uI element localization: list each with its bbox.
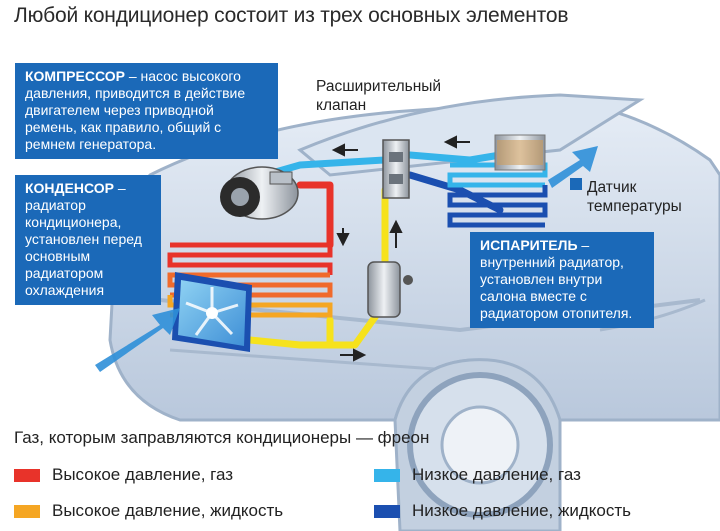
pipes: [246, 151, 504, 349]
legend-item-low-liquid: Низкое давление, жидкость: [374, 501, 631, 521]
temperature-sensor-label: Датчик температуры: [587, 179, 682, 215]
swatch-low-gas: [374, 468, 400, 482]
evaporator-coil: [447, 162, 548, 228]
receiver-drier: [367, 261, 413, 318]
air-arrows: [95, 146, 598, 372]
evaporator-heading: ИСПАРИТЕЛЬ: [480, 237, 578, 253]
expansion-valve-label: Расширительный клапан: [316, 78, 442, 114]
evaporator-description: – внутренний радиатор, установлен внутри…: [480, 237, 633, 321]
legend-label: Высокое давление, жидкость: [52, 501, 284, 520]
evaporator-core: [494, 134, 546, 171]
legend-item-high-liquid: Высокое давление, жидкость: [14, 501, 283, 521]
swatch-low-liquid: [374, 504, 400, 518]
swatch-high-liquid: [14, 504, 40, 518]
legend-title: Газ, которым заправляются кондиционеры —…: [14, 428, 430, 447]
condenser-description: – радиатор кондиционера, установлен пере…: [25, 180, 142, 298]
flow-arrows: [331, 135, 470, 362]
condenser-heading: КОНДЕНСОР: [25, 180, 114, 196]
compressor-heading: КОМПРЕССОР: [25, 68, 125, 84]
legend-label: Высокое давление, газ: [52, 465, 234, 484]
diagram-title: Любой кондиционер состоит из трех основн…: [14, 4, 569, 27]
expansion-valve: [382, 139, 410, 199]
condenser-fan: [172, 272, 252, 352]
temperature-sensor-icon: [570, 178, 582, 190]
legend-item-high-gas: Высокое давление, газ: [14, 465, 233, 485]
condenser-callout: КОНДЕНСОР – радиатор кондиционера, устан…: [15, 175, 161, 305]
compressor-callout: КОМПРЕССОР – насос высокого давления, пр…: [15, 63, 278, 159]
legend-label: Низкое давление, газ: [412, 465, 581, 484]
compressor-description: – насос высокого давления, приводится в …: [25, 68, 246, 152]
legend-label: Низкое давление, жидкость: [412, 501, 632, 520]
legend-item-low-gas: Низкое давление, газ: [374, 465, 581, 485]
evaporator-callout: ИСПАРИТЕЛЬ – внутренний радиатор, устано…: [470, 232, 654, 328]
compressor: [220, 166, 299, 220]
swatch-high-gas: [14, 468, 40, 482]
